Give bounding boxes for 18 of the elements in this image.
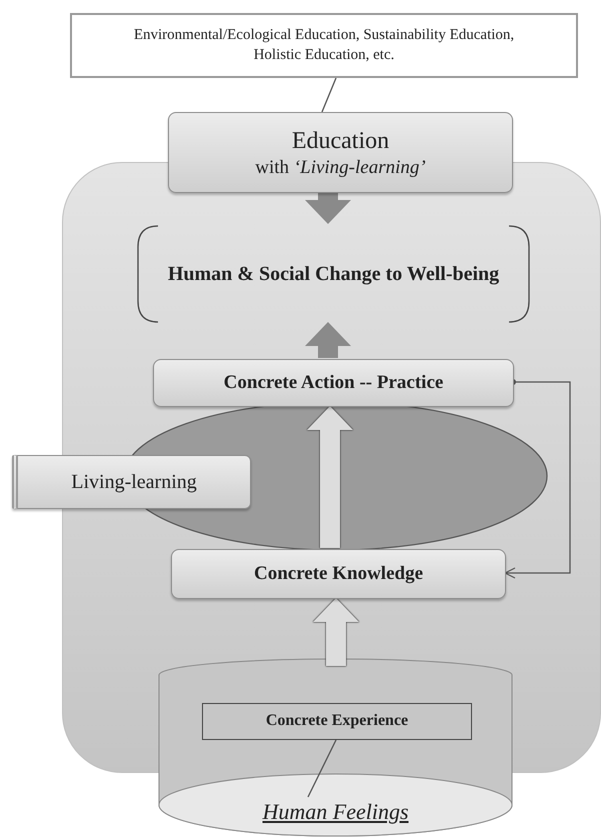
- cylinder: [158, 658, 513, 837]
- cylinder-label: Human Feelings: [262, 799, 409, 825]
- rounded-box: [168, 112, 513, 193]
- rounded-box: Concrete Knowledge: [171, 549, 506, 599]
- text-box: Environmental/Ecological Education, Sustainability Education, Holistic Education, etc.: [70, 13, 578, 78]
- connector-line: [321, 78, 337, 112]
- heading: Education: [292, 126, 390, 156]
- bracketed-box: Human & Social Change to Well-being: [136, 225, 531, 323]
- rounded-box: Concrete Action -- Practice: [153, 359, 514, 407]
- subheading: with ‘Living-learning’: [255, 156, 426, 180]
- block-arrow: [313, 598, 359, 666]
- leader-line: [307, 740, 337, 798]
- block-arrow: [305, 322, 351, 358]
- arrow: [504, 379, 571, 579]
- block-arrow: [305, 193, 351, 224]
- scroll-banner: Living-learning: [12, 455, 251, 509]
- block-arrow: [307, 406, 353, 548]
- text-box: Concrete Experience: [202, 703, 472, 740]
